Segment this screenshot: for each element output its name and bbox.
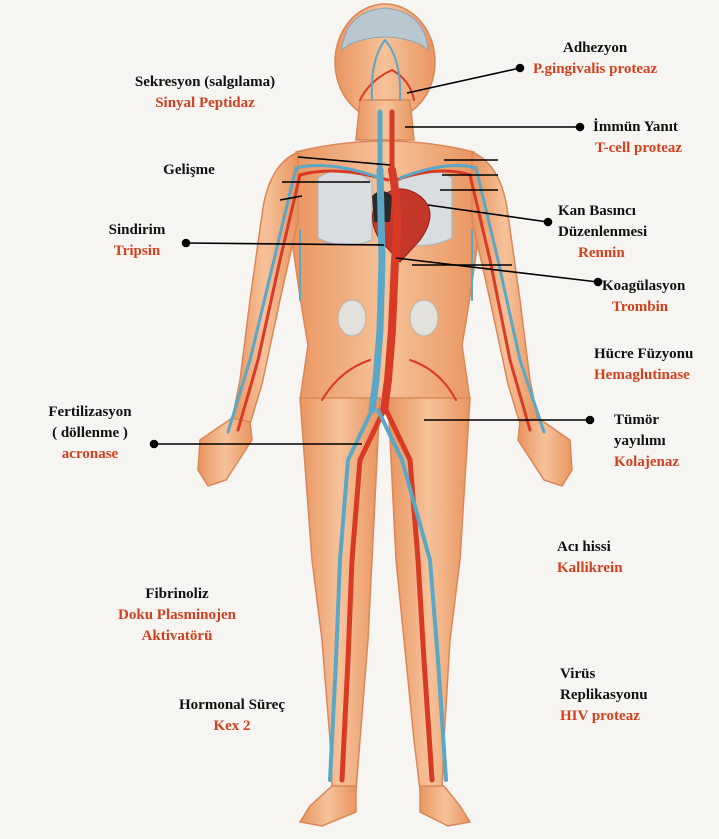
process-fibrinoliz: Fibrinoliz [118, 584, 236, 605]
label-immun: İmmün Yanıt T-cell proteaz [593, 117, 682, 159]
process-fertilizasyon: Fertilizasyon [48, 402, 131, 423]
process-duzenlenmesi: Düzenlenmesi [558, 222, 647, 243]
enzyme-t-cell-proteaz: T-cell proteaz [595, 138, 682, 159]
enzyme-tripsin: Tripsin [109, 241, 166, 262]
process-adhezyon: Adhezyon [563, 38, 657, 59]
label-sindirim: Sindirim Tripsin [109, 220, 166, 262]
enzyme-doku-plasminojen: Doku Plasminojen [118, 605, 236, 626]
process-virus: Virüs [560, 664, 648, 685]
enzyme-kolajenaz: Kolajenaz [614, 452, 679, 473]
enzyme-kallikrein: Kallikrein [557, 558, 623, 579]
process-replikasyonu: Replikasyonu [560, 685, 648, 706]
label-hucre-fuzyonu: Hücre Füzyonu Hemaglutinase [594, 344, 693, 386]
label-koagulasyon: Koagülasyon Trombin [602, 276, 685, 318]
process-yayilimi: yayılımı [614, 431, 679, 452]
process-hucre-fuzyonu: Hücre Füzyonu [594, 344, 693, 365]
process-immun-yanit: İmmün Yanıt [593, 117, 682, 138]
label-aci-hissi: Acı hissi Kallikrein [557, 537, 623, 579]
process-tumor: Tümör [614, 410, 679, 431]
label-fibrinoliz: Fibrinoliz Doku Plasminojen Aktivatörü [118, 584, 236, 647]
label-virus-replikasyonu: Virüs Replikasyonu HIV proteaz [560, 664, 648, 727]
label-kan-basinci: Kan Basıncı Düzenlenmesi Rennin [558, 201, 647, 264]
enzyme-hiv-proteaz: HIV proteaz [560, 706, 648, 727]
enzyme-p-gingivalis: P.gingivalis proteaz [533, 59, 657, 80]
label-gelisme: Gelişme [163, 160, 215, 181]
label-tumor-yayilimi: Tümör yayılımı Kolajenaz [614, 410, 679, 473]
process-aci-hissi: Acı hissi [557, 537, 623, 558]
label-fertilizasyon: Fertilizasyon ( döllenme ) acronase [48, 402, 131, 465]
process-hormonal-surec: Hormonal Süreç [179, 695, 285, 716]
process-sekresyon: Sekresyon (salgılama) [135, 72, 275, 93]
enzyme-hemaglutinase: Hemaglutinase [594, 365, 693, 386]
process-koagulasyon: Koagülasyon [602, 276, 685, 297]
process-gelisme: Gelişme [163, 160, 215, 181]
process-dollenme: ( döllenme ) [48, 423, 131, 444]
process-sindirim: Sindirim [109, 220, 166, 241]
label-sekresyon: Sekresyon (salgılama) Sinyal Peptidaz [135, 72, 275, 114]
enzyme-acronase: acronase [48, 444, 131, 465]
enzyme-rennin: Rennin [578, 243, 647, 264]
label-hormonal-surec: Hormonal Süreç Kex 2 [179, 695, 285, 737]
enzyme-sinyal-peptidaz: Sinyal Peptidaz [135, 93, 275, 114]
enzyme-aktivatoru: Aktivatörü [118, 626, 236, 647]
enzyme-kex2: Kex 2 [179, 716, 285, 737]
label-adhezyon: Adhezyon P.gingivalis proteaz [563, 38, 657, 80]
process-kan-basinci: Kan Basıncı [558, 201, 647, 222]
enzyme-trombin: Trombin [612, 297, 685, 318]
